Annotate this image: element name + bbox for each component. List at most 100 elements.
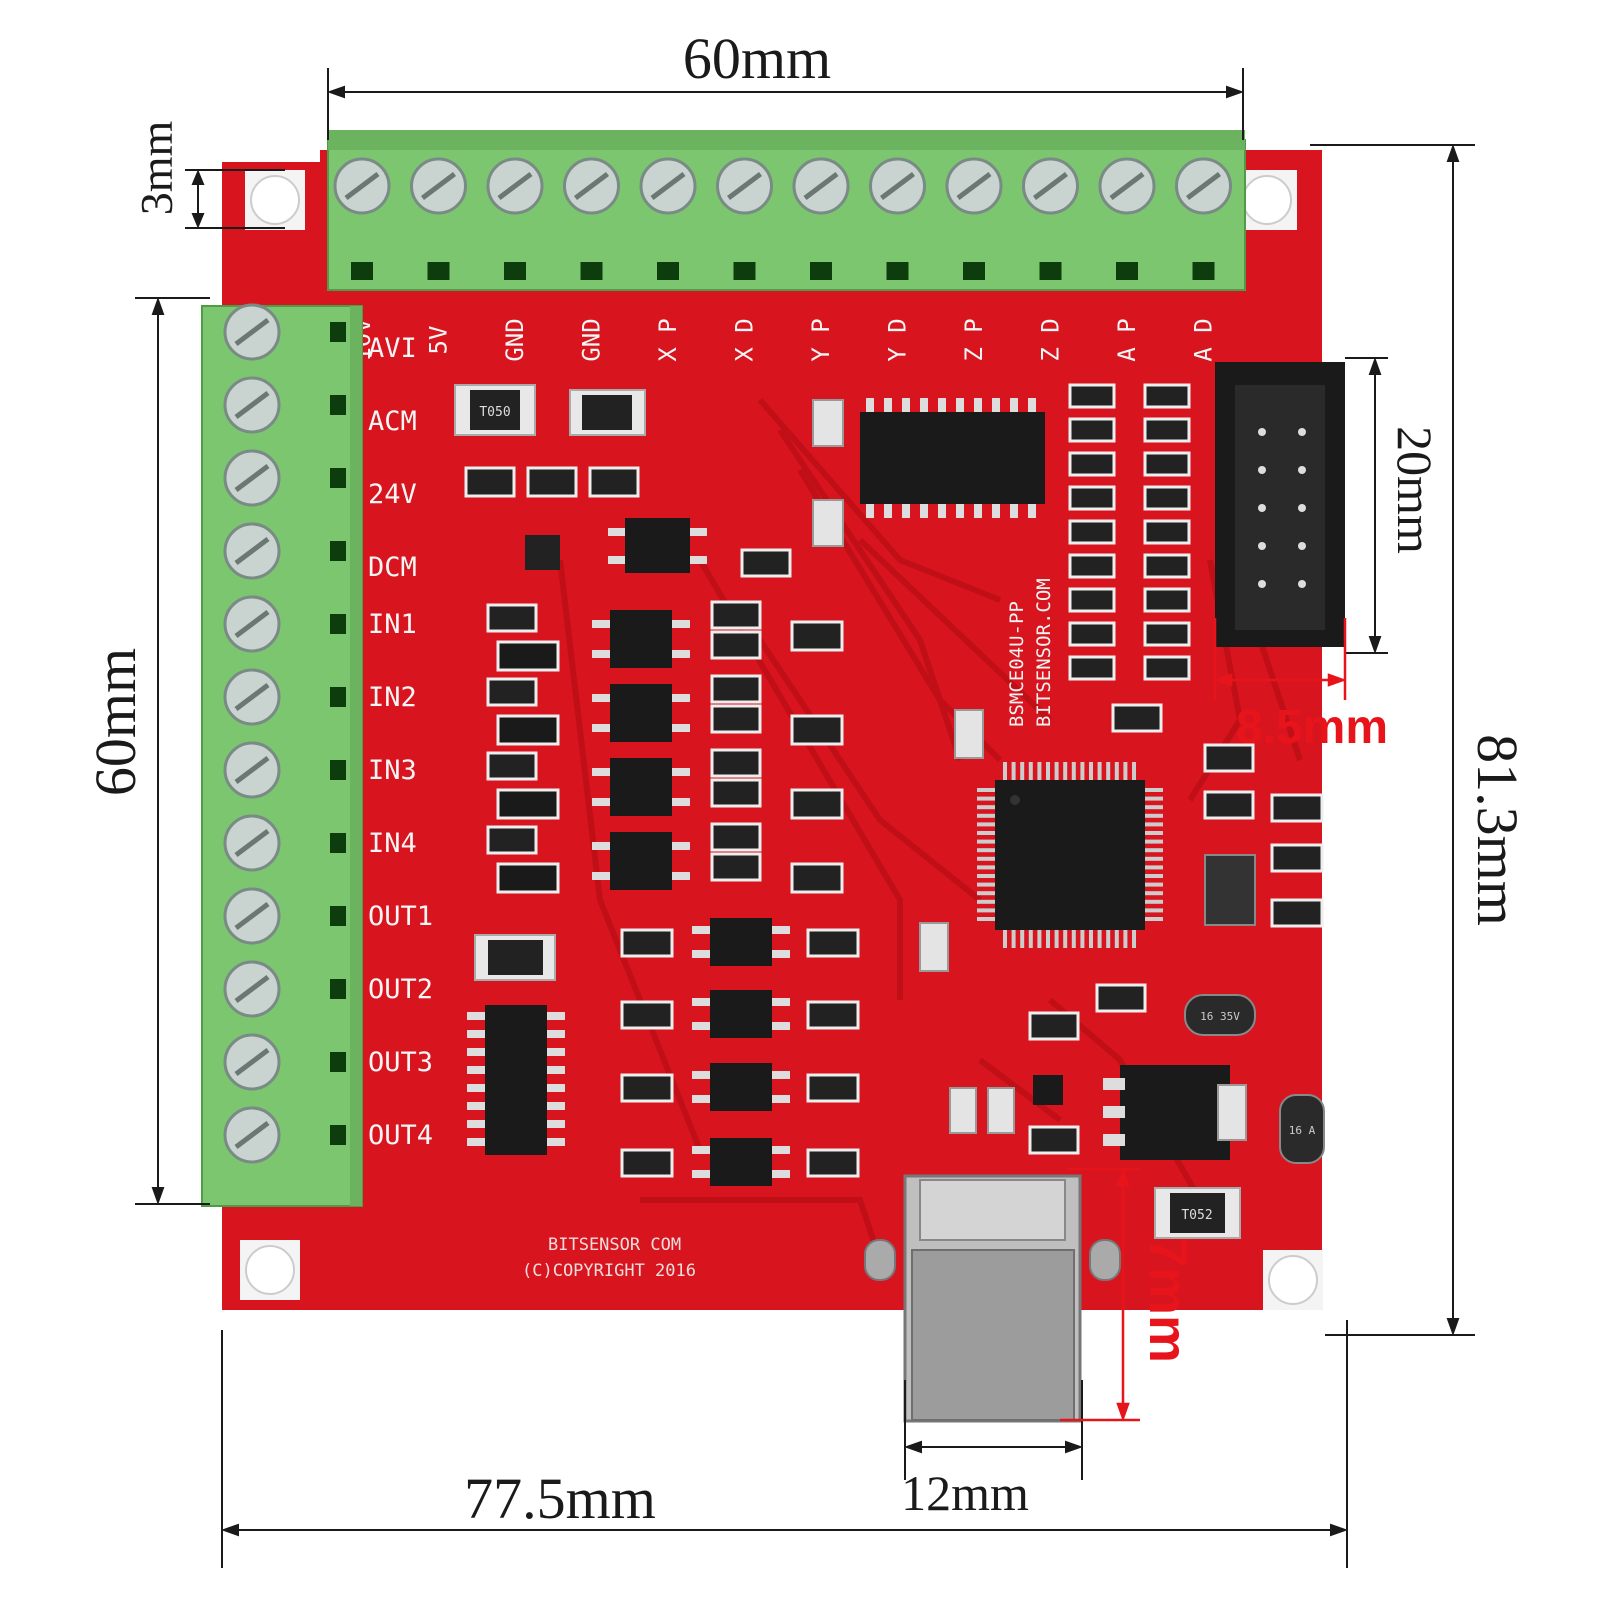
screw-slot bbox=[234, 1048, 270, 1076]
mcu-pin bbox=[1132, 930, 1136, 948]
ic-pin bbox=[902, 504, 910, 518]
opto-pin bbox=[592, 768, 610, 776]
copyright-line-2: (C)COPYRIGHT 2016 bbox=[522, 1261, 696, 1281]
mcu-pin bbox=[1063, 930, 1068, 948]
screw-slot bbox=[574, 172, 609, 200]
left-terminal-label: OUT4 bbox=[368, 1120, 433, 1151]
mcu-pin bbox=[1145, 831, 1163, 835]
ic-pin bbox=[866, 398, 874, 412]
output-resistor bbox=[620, 1148, 674, 1178]
output-resistor bbox=[620, 1073, 674, 1103]
mcu-pin bbox=[1028, 762, 1033, 780]
mounting-hole-top-left bbox=[250, 175, 300, 225]
ic-pin bbox=[467, 1102, 485, 1110]
opto-pin bbox=[772, 926, 790, 934]
dimension-lines bbox=[135, 68, 1475, 1568]
input-resistor bbox=[486, 825, 538, 855]
opto-pin bbox=[692, 1170, 710, 1178]
ic-pin bbox=[902, 398, 910, 412]
top-terminal-label: Y D bbox=[884, 318, 912, 361]
ic-pin bbox=[884, 504, 892, 518]
screw-slot bbox=[880, 172, 915, 200]
pullup-resistor bbox=[1068, 519, 1116, 545]
pullup-resistor bbox=[1143, 451, 1191, 477]
mcu-pin bbox=[1063, 762, 1068, 780]
left-terminal-wire-hole bbox=[330, 687, 346, 707]
opto-pin bbox=[772, 1170, 790, 1178]
input-optocoupler bbox=[610, 758, 672, 816]
mounting-hole-bottom-right bbox=[1268, 1255, 1318, 1305]
opto-pin bbox=[672, 872, 690, 880]
mcu-pin bbox=[977, 813, 995, 818]
fuse-bottom: T052 bbox=[1154, 1187, 1241, 1239]
input-optocoupler bbox=[610, 832, 672, 890]
mcu-pin bbox=[977, 805, 995, 810]
pullup-resistor bbox=[1068, 587, 1116, 613]
pullup-resistor bbox=[1143, 383, 1191, 409]
input-diode bbox=[496, 788, 560, 820]
ic-pin bbox=[1028, 398, 1036, 412]
top-terminal-label: Z P bbox=[960, 318, 988, 361]
top-terminal-label: Z D bbox=[1037, 318, 1065, 361]
ic-pin bbox=[956, 504, 964, 518]
screw-slot bbox=[234, 537, 270, 565]
output-resistor bbox=[620, 1000, 674, 1030]
left-terminal-block bbox=[201, 303, 363, 1207]
mcu-pin bbox=[1145, 839, 1163, 844]
idc-pin bbox=[1298, 428, 1306, 436]
mcu-pin bbox=[1011, 762, 1016, 780]
cap-1-label: 16 35V bbox=[1200, 1010, 1240, 1023]
ic-pin bbox=[547, 1084, 565, 1092]
mcu-pin bbox=[1145, 865, 1163, 870]
left-terminal-side-edge bbox=[350, 306, 362, 1206]
mcu-pin bbox=[1145, 788, 1163, 792]
mcu-pin bbox=[1145, 908, 1163, 913]
screw-slot bbox=[234, 391, 270, 419]
input-diode bbox=[496, 714, 560, 746]
screw-slot bbox=[650, 172, 686, 200]
pullup-resistor bbox=[1143, 553, 1191, 579]
input-resistor bbox=[486, 603, 538, 633]
ic-pin bbox=[547, 1048, 565, 1056]
mcu-pin bbox=[1011, 930, 1016, 948]
output-resistor bbox=[806, 928, 860, 958]
mounting-hole-bottom-left bbox=[245, 1245, 295, 1295]
mcu-pin bbox=[1046, 930, 1050, 948]
input-resistor bbox=[710, 600, 762, 630]
transistor-1 bbox=[525, 535, 560, 570]
ic-pin bbox=[956, 398, 964, 412]
input-resistor bbox=[486, 677, 538, 707]
opto-pin bbox=[592, 872, 610, 880]
top-terminal-label: A P bbox=[1113, 318, 1141, 361]
mcu-pin bbox=[1145, 899, 1163, 904]
input-diode bbox=[496, 862, 560, 894]
idc-connector bbox=[1215, 362, 1345, 647]
pullup-resistor bbox=[1068, 621, 1116, 647]
ic-pin bbox=[467, 1048, 485, 1056]
ic-pin bbox=[1028, 504, 1036, 518]
mcu-pin bbox=[977, 874, 995, 878]
dim-connector-width: 8.5mm bbox=[1236, 701, 1388, 754]
mcu-pin bbox=[1054, 762, 1059, 780]
ic-pin bbox=[467, 1084, 485, 1092]
mcu-pin bbox=[1037, 762, 1042, 780]
screw-slot bbox=[344, 172, 380, 200]
pullup-resistor bbox=[1143, 587, 1191, 613]
input-resistor bbox=[710, 704, 762, 734]
opto-pin bbox=[592, 724, 610, 732]
mcu-pin bbox=[1003, 930, 1007, 948]
pullup-resistor bbox=[1068, 553, 1116, 579]
board-model-text: BSMCE04U-PP bbox=[1006, 601, 1028, 727]
ic-pin bbox=[467, 1138, 485, 1146]
mcu-pin bbox=[977, 831, 995, 835]
mcu-pin bbox=[977, 891, 995, 896]
opto-pin bbox=[772, 998, 790, 1006]
ic-pin bbox=[467, 1066, 485, 1074]
output-driver-ic bbox=[467, 1005, 565, 1155]
opto-pin bbox=[672, 768, 690, 776]
ic-pin bbox=[974, 504, 982, 518]
mcu-pin bbox=[977, 788, 995, 792]
opto-pin bbox=[672, 724, 690, 732]
top-terminal-wire-hole bbox=[351, 262, 373, 280]
ic-pin bbox=[866, 504, 874, 518]
